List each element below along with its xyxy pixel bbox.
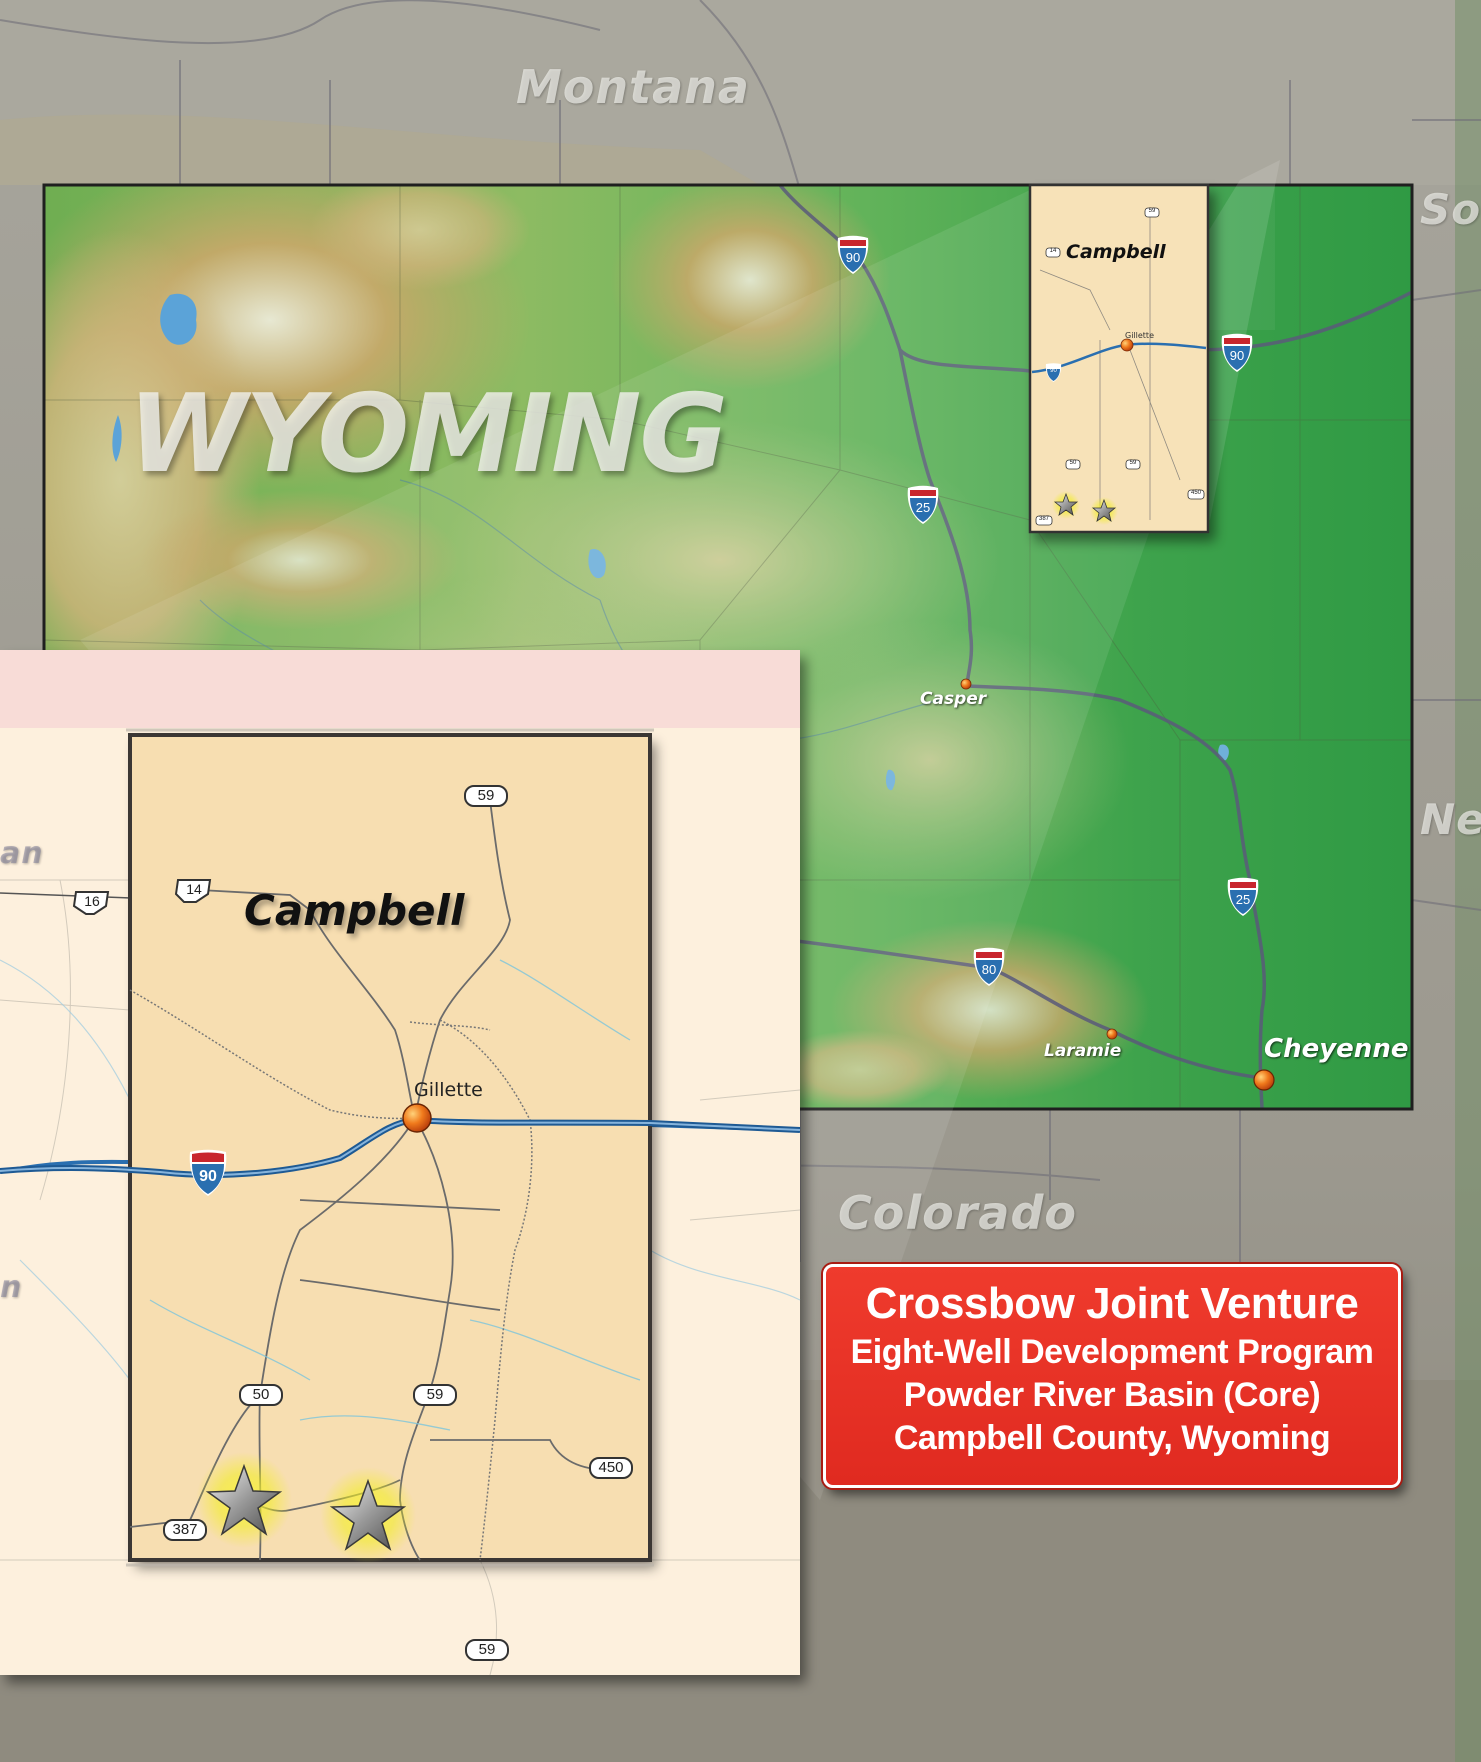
city-label-gillette-small: Gillette [1125, 331, 1154, 340]
project-location: Campbell County, Wyoming [893, 1419, 1331, 1457]
small-shield-50: 50 [1069, 460, 1077, 466]
small-shield-450: 450 [1190, 490, 1201, 496]
interstate-shield-90-west: 90 [845, 250, 861, 265]
interstate-shield-90-big: 90 [199, 1168, 217, 1185]
city-label-casper: Casper [920, 689, 987, 709]
state-label-nebraska-partial: Ne [1420, 795, 1481, 844]
county-label-campbell-small: Campbell [1066, 241, 1166, 263]
wyoming-title: WYOMING [128, 372, 728, 497]
interstate-shield-25-north: 25 [915, 500, 931, 515]
project-basin: Powder River Basin (Core) [903, 1376, 1321, 1414]
small-shield-14: 14 [1049, 248, 1057, 254]
city-label-cheyenne: Cheyenne [1264, 1034, 1409, 1064]
county-label-campbell: Campbell [244, 886, 465, 935]
small-shield-387: 387 [1038, 516, 1049, 522]
state-label-south-dakota-partial: So [1420, 185, 1481, 234]
project-program: Eight-Well Development Program [850, 1333, 1374, 1371]
us-shield-14: 14 [186, 881, 202, 897]
small-shield-59-south: 59 [1129, 460, 1137, 466]
state-label-colorado: Colorado [838, 1186, 1077, 1240]
project-info-box: Crossbow Joint Venture Eight-Well Develo… [823, 1264, 1401, 1488]
route-shield-450: 450 [598, 1459, 624, 1476]
city-label-gillette: Gillette [414, 1079, 483, 1101]
city-label-laramie: Laramie [1044, 1041, 1122, 1061]
state-label-idaho-partial-2: n [0, 1270, 23, 1305]
route-shield-59-north: 59 [477, 787, 495, 804]
small-shield-59-north: 59 [1148, 208, 1156, 214]
interstate-shield-25-south: 25 [1235, 892, 1251, 907]
interstate-shield-80: 80 [981, 962, 997, 977]
us-shield-16: 16 [84, 893, 100, 909]
project-title: Crossbow Joint Venture [865, 1279, 1359, 1328]
route-shield-59-bottom: 59 [478, 1641, 496, 1658]
state-label-idaho-partial: an [0, 836, 44, 871]
state-label-montana: Montana [516, 60, 750, 114]
route-shield-387: 387 [172, 1521, 198, 1538]
small-shield-90: 90 [1050, 368, 1057, 374]
interstate-shield-90-east: 90 [1229, 348, 1245, 363]
route-shield-50: 50 [252, 1386, 270, 1403]
route-shields-big [72, 785, 633, 1661]
route-shield-59-south: 59 [426, 1386, 444, 1403]
